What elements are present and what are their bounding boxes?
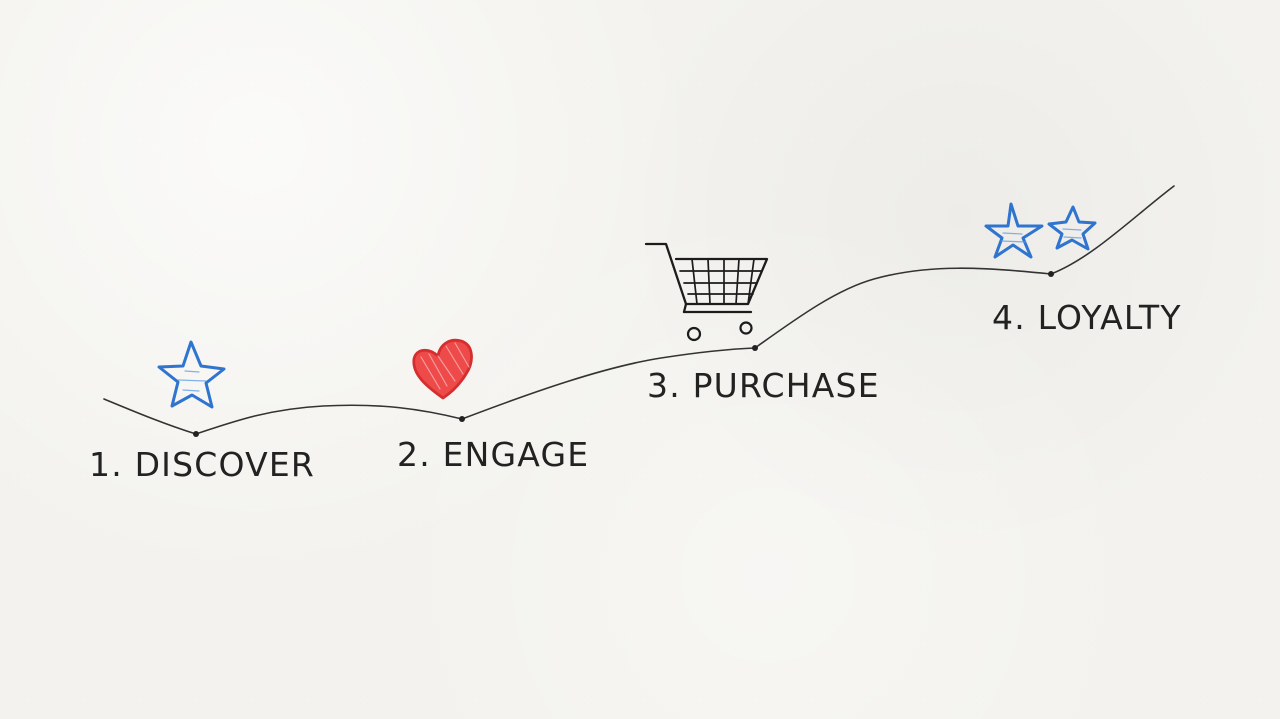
step-label-engage: 2. ENGAGE	[397, 435, 589, 474]
step-label-loyalty: 4. LOYALTY	[992, 298, 1182, 337]
milestone-dot-loyalty	[1048, 271, 1054, 277]
two-star-icon	[984, 202, 1097, 259]
shopping-cart-icon	[644, 242, 769, 342]
heart-icon	[412, 338, 473, 400]
step-label-purchase: 3. PURCHASE	[647, 366, 880, 405]
journey-curve	[103, 185, 1175, 435]
discover-star-icon	[157, 340, 226, 409]
step-label-discover: 1. DISCOVER	[89, 445, 315, 484]
milestone-dot-discover	[193, 431, 199, 437]
milestone-dot-engage	[459, 416, 465, 422]
milestone-dot-purchase	[752, 345, 758, 351]
